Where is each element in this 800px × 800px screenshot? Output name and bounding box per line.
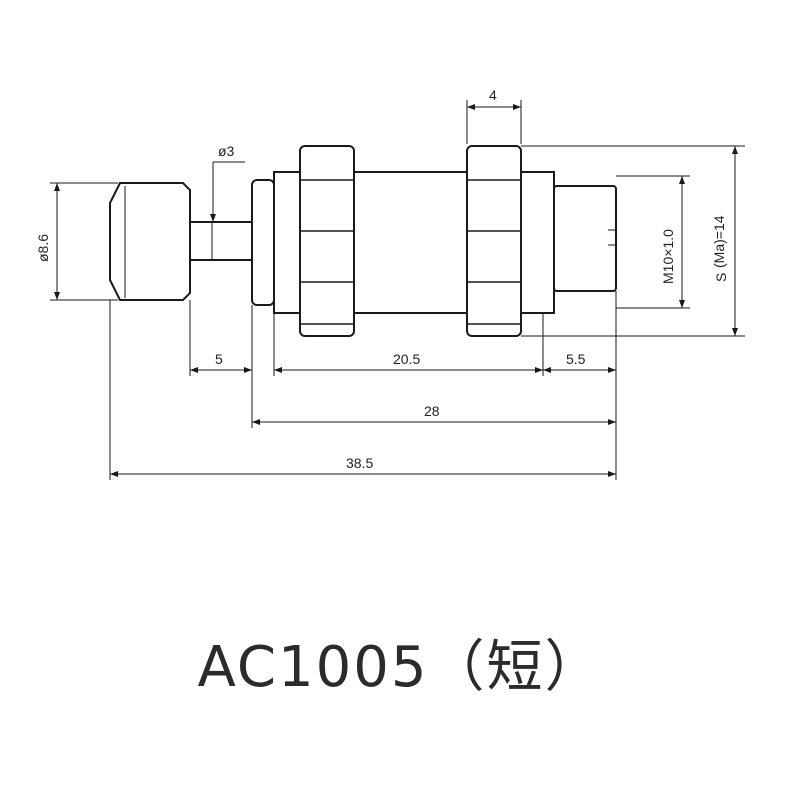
hex-nut-left [299,145,355,337]
hex-nut-right [466,145,522,337]
dim-4: 4 [489,87,497,103]
dim-thread-m10: M10×1.0 [660,229,676,284]
dim-5-5: 5.5 [566,351,586,367]
dim-28: 28 [424,403,440,419]
dim-5: 5 [215,351,223,367]
svg-text:S: S [713,273,729,282]
dim-38-5: 38.5 [346,455,373,471]
dim-20-5: 20.5 [393,351,420,367]
rear-cap [553,185,617,292]
front-collar [251,179,275,306]
model-title: AC1005（短） [197,635,603,700]
arrowheads [54,104,738,477]
dim-phi8-6: ø8.6 [35,234,51,262]
svg-text:(Ma)=14: (Ma)=14 [711,215,727,268]
button-cap [109,182,191,301]
dim-stroke-s: S (Ma)=14 [711,215,729,282]
part-outline [109,145,617,337]
dim-phi3: ø3 [218,143,235,159]
shock-absorber-drawing: ø3 ø8.6 4 5 20.5 5.5 28 38.5 M10×1.0 S (… [35,87,745,480]
piston-rod [189,221,253,261]
